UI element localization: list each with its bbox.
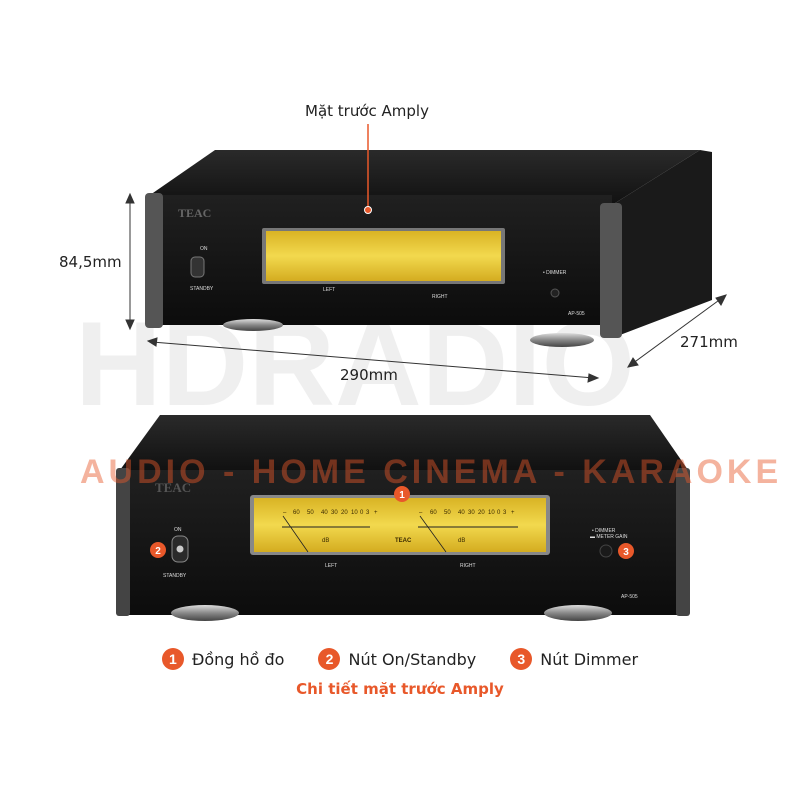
svg-text:20: 20 [341, 510, 348, 516]
svg-text:3: 3 [366, 510, 370, 516]
switch-on-label: ON [174, 527, 182, 533]
vu-meter-window [254, 498, 546, 552]
amp-foot [223, 319, 283, 331]
meter-brand: TEAC [395, 538, 412, 544]
amp-side-panel [612, 150, 712, 335]
watermark-tagline: AUDIO - HOME CINEMA - KARAOKE [80, 453, 782, 491]
switch-standby-label: STANDBY [190, 286, 214, 292]
dimmer-button[interactable] [599, 544, 613, 558]
front-panel-callout: Mặt trước Amply [305, 102, 429, 120]
legend-number: 3 [510, 648, 533, 670]
svg-text:10: 10 [488, 510, 495, 516]
amp-left-cheek [145, 193, 163, 328]
svg-text:60: 60 [430, 510, 437, 516]
switch-standby-label: STANDBY [163, 573, 187, 579]
svg-text:–: – [283, 510, 287, 516]
svg-text:dB: dB [322, 538, 329, 544]
svg-text:0: 0 [360, 510, 364, 516]
model-label: AP-505 [568, 311, 585, 317]
legend-item-dimmer: 3 Nút Dimmer [510, 648, 638, 670]
svg-text:40: 40 [458, 510, 465, 516]
dimmer-button[interactable] [550, 288, 560, 298]
svg-text:3: 3 [623, 547, 629, 558]
legend: 1 Đồng hồ đo 2 Nút On/Standby 3 Nút Dimm… [0, 648, 800, 670]
legend-number: 1 [161, 648, 184, 670]
svg-text:1: 1 [399, 490, 405, 501]
legend-number: 2 [318, 648, 341, 670]
svg-text:dB: dB [458, 538, 465, 544]
amp-top-surface [120, 415, 688, 470]
svg-text:+: + [511, 510, 515, 516]
legend-label: Nút On/Standby [348, 649, 477, 669]
meter-right-label: RIGHT [432, 294, 448, 300]
right-meter-scale: – 60 50 40 30 20 10 0 3 + dB [418, 510, 518, 553]
dimmer-label: • DIMMER [592, 528, 616, 534]
badge-dimmer: 3 [618, 543, 634, 559]
legend-item-meter: 1 Đồng hồ đo [161, 648, 285, 670]
meter-left-label: LEFT [325, 563, 337, 569]
switch-on-label: ON [200, 246, 208, 252]
legend-item-standby: 2 Nút On/Standby [318, 648, 476, 670]
callout-dot [364, 206, 372, 214]
height-dimension: 84,5mm [59, 253, 122, 271]
vu-meter-window [266, 231, 501, 281]
svg-text:2: 2 [155, 546, 161, 557]
amp-foot [530, 333, 594, 347]
svg-text:40: 40 [321, 510, 328, 516]
svg-text:20: 20 [478, 510, 485, 516]
svg-text:10: 10 [351, 510, 358, 516]
svg-text:3: 3 [503, 510, 507, 516]
left-meter-scale: – 60 50 40 30 20 10 0 3 + dB [282, 510, 378, 553]
amp-foot [171, 605, 239, 621]
meter-right-label: RIGHT [460, 563, 476, 569]
badge-meter: 1 [394, 486, 410, 502]
dimmer-label: • DIMMER [543, 270, 567, 276]
svg-text:50: 50 [307, 510, 314, 516]
caption: Chi tiết mặt trước Amply [296, 680, 504, 698]
legend-label: Nút Dimmer [540, 649, 639, 669]
amp-foot [544, 605, 612, 621]
svg-text:60: 60 [293, 510, 300, 516]
amp-right-cheek [600, 203, 622, 338]
svg-text:30: 30 [468, 510, 475, 516]
meter-needle [282, 515, 309, 553]
meter-needle [419, 515, 447, 553]
svg-text:30: 30 [331, 510, 338, 516]
model-label: AP-505 [621, 594, 638, 600]
amp-perspective-view: TEAC ON STANDBY LEFT RIGHT • DIMMER AP-5… [145, 150, 712, 347]
svg-text:+: + [374, 510, 378, 516]
meter-gain-label: ▬ METER GAIN [590, 534, 628, 540]
svg-text:0: 0 [497, 510, 501, 516]
amp-top-surface [150, 150, 700, 205]
depth-dimension: 271mm [680, 333, 738, 351]
svg-text:–: – [419, 510, 423, 516]
svg-text:50: 50 [444, 510, 451, 516]
dimension-arrows [125, 192, 727, 383]
meter-left-label: LEFT [323, 287, 335, 293]
amp-front-view: TEAC – 60 50 40 30 20 10 0 3 + dB TEAC –… [116, 415, 690, 621]
amp-brand-logo: TEAC [178, 206, 211, 220]
width-dimension: 290mm [340, 366, 398, 384]
legend-label: Đồng hồ đo [191, 649, 285, 669]
amp-brand-logo: TEAC [155, 480, 191, 495]
badge-standby: 2 [150, 542, 166, 558]
standby-switch[interactable] [190, 256, 205, 278]
